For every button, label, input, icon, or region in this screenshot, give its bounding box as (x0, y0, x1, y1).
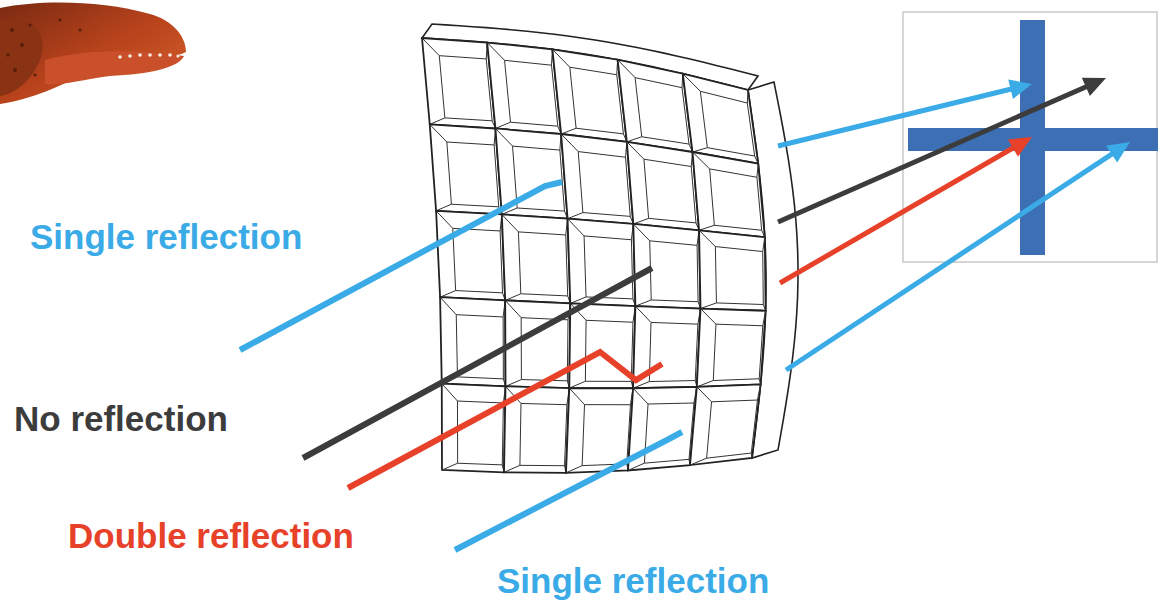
exit-rays (778, 78, 1130, 370)
optic-channel (502, 214, 570, 303)
optic-channel (627, 142, 699, 230)
incoming-ray (303, 268, 652, 458)
optic-channel (442, 384, 506, 473)
detector (903, 12, 1158, 262)
optic-channel (618, 60, 693, 152)
optic-channel (422, 38, 495, 128)
exit-ray (786, 142, 1130, 370)
ray-label: Double reflection (68, 517, 354, 556)
optic-channel (440, 297, 505, 386)
incoming-ray (240, 182, 562, 350)
optic-channel (690, 384, 761, 465)
rays (240, 182, 682, 550)
ray-label: Single reflection (497, 562, 769, 601)
incoming-ray (455, 432, 682, 550)
optic-channel (552, 49, 626, 142)
exit-ray (778, 78, 1106, 222)
optic-channel (430, 124, 502, 214)
optic-channel (487, 43, 561, 134)
optic-channel (693, 152, 765, 237)
ray-label: Single reflection (30, 218, 302, 257)
exit-ray (778, 80, 1032, 146)
ray-label: No reflection (14, 400, 228, 439)
exit-ray (780, 137, 1032, 283)
optic-channel (633, 224, 700, 309)
lobster-claw (0, 3, 186, 104)
optic-channel (697, 309, 766, 387)
optic-channel (699, 230, 766, 311)
lobster-eye-optic (422, 24, 798, 473)
optic-channel (561, 134, 633, 224)
optic-channel (683, 74, 758, 164)
